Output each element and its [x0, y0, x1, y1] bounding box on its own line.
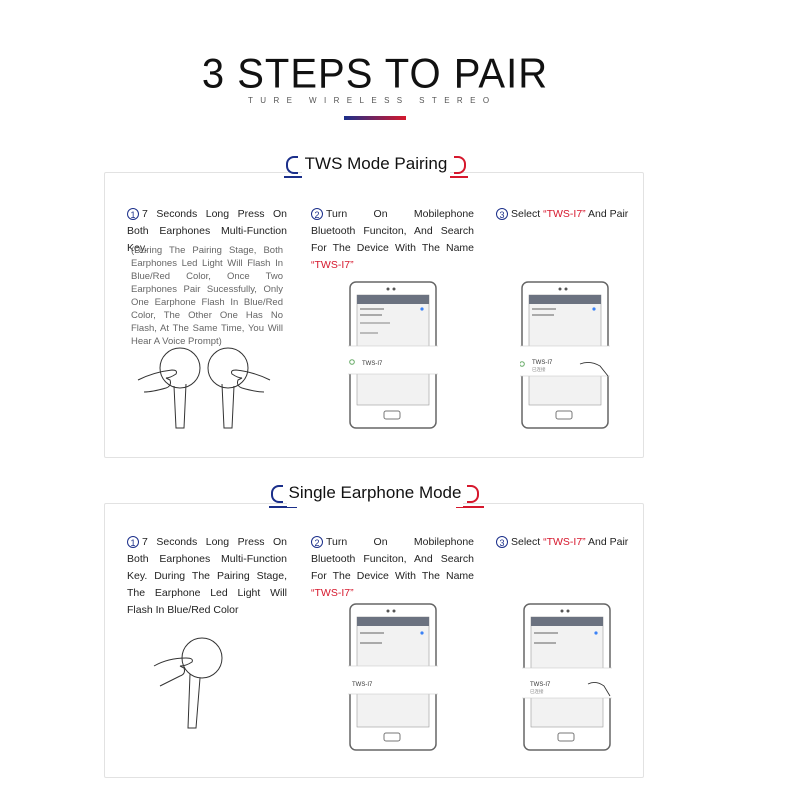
tws-step3-prefix: Select [511, 208, 541, 220]
phone-select-illustration: TWS-I7 已连接 [520, 281, 610, 429]
page-subtitle: TURE WIRELESS STEREO [248, 96, 497, 105]
single-step1-text: 7 Seconds Long Press On Both Earphones M… [127, 536, 287, 616]
section-bracket-right [456, 506, 484, 508]
single-step3-suffix: And Pair [588, 536, 629, 548]
section-bracket-right [440, 176, 468, 178]
svg-text:TWS-I7: TWS-I7 [362, 361, 383, 367]
single-earbud-press-icon [153, 637, 223, 729]
tws-mode-title: TWS Mode Pairing [286, 150, 466, 178]
svg-text:已连接: 已连接 [530, 688, 544, 695]
step-number-badge: 2 [311, 208, 323, 220]
step-number-badge: 3 [496, 536, 508, 548]
single-mode-title: Single Earphone Mode [271, 479, 479, 507]
single-step2-text: Turn On Mobilephone Bluetooth Funciton, … [311, 536, 474, 582]
section-bracket-left [269, 506, 297, 508]
tws-step2-text: Turn On Mobilephone Bluetooth Funciton, … [311, 208, 474, 254]
bracket-right-icon [454, 156, 466, 174]
phone-search-illustration: TWS-I7 [348, 603, 438, 751]
tws-step2-device-name: “TWS-I7” [311, 259, 354, 271]
single-mode-title-text: Single Earphone Mode [288, 483, 462, 502]
page-title: 3 STEPS TO PAIR [201, 50, 549, 98]
tws-step3-device-name: “TWS-I7” [543, 208, 586, 220]
single-step3-prefix: Select [511, 536, 541, 548]
bracket-left-icon [286, 156, 298, 174]
section-bracket-left [284, 176, 314, 178]
tws-step1-text: 7 Seconds Long Press On Both Earphones M… [127, 208, 287, 254]
step-number-badge: 1 [127, 536, 139, 548]
bracket-left-icon [271, 485, 283, 503]
accent-bar [344, 116, 406, 120]
two-earbuds-press-icon [137, 347, 271, 429]
tws-mode-title-text: TWS Mode Pairing [304, 154, 448, 173]
single-step2-device-name: “TWS-I7” [311, 587, 354, 599]
phone-select-illustration: TWS-I7 已连接 [522, 603, 612, 751]
bracket-right-icon [467, 485, 479, 503]
phone-search-illustration: TWS-I7 [348, 281, 438, 429]
step-number-badge: 3 [496, 208, 508, 220]
tws-step3-suffix: And Pair [588, 208, 629, 220]
svg-text:已连接: 已连接 [532, 366, 546, 373]
tws-step1-note: (During The Pairing Stage, Both Earphone… [131, 245, 283, 347]
svg-text:TWS-I7: TWS-I7 [532, 360, 553, 366]
step-number-badge: 2 [311, 536, 323, 548]
single-step3-device-name: “TWS-I7” [543, 536, 586, 548]
svg-text:TWS-I7: TWS-I7 [352, 682, 373, 688]
svg-text:TWS-I7: TWS-I7 [530, 682, 551, 688]
step-number-badge: 1 [127, 208, 139, 220]
